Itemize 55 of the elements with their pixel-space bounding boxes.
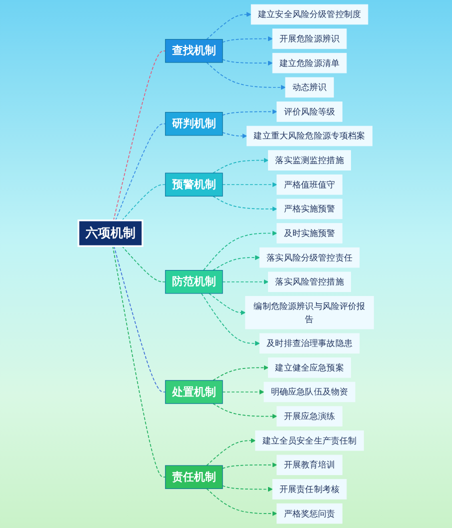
node-box: 及时排查治理事故隐患 [259,333,360,354]
arrow [212,255,260,271]
arrow [222,389,264,395]
node-box: 落实风险分级管控责任 [259,247,360,268]
connector [115,123,166,221]
node-box: 编制危险源辨识与风险评价报告 [245,296,374,330]
node-box: 严格奖惩问责 [276,503,342,524]
arrow [222,182,278,188]
node-box: 开展教育培训 [276,454,342,476]
node-box: 六项机制 [78,220,144,247]
node-box: 开展危险源辨识 [272,28,347,49]
node-box: 预警机制 [165,172,223,196]
node-box: 建立全员安全生产责任制 [255,430,364,451]
arrow [203,230,278,271]
node-box: 落实风险管控措施 [268,272,351,292]
arrow [222,485,273,492]
connector [112,246,166,478]
node-box: 严格实施预警 [276,198,342,220]
arrow [206,438,256,466]
node-box: 建立健全应急预案 [268,358,351,378]
node-box: 开展应急演练 [276,406,342,426]
node-box: 评价风险等级 [276,102,342,122]
arrow [222,462,278,469]
node-box: 建立重大风险危险源专项档案 [246,126,372,146]
arrow [222,59,273,66]
arrow [201,293,260,346]
arrow [222,279,269,284]
node-box: 明确应急队伍及物资 [264,382,356,402]
node-box: 动态辨识 [285,77,334,98]
connector [114,246,166,392]
arrow [212,158,269,174]
arrow [206,12,252,40]
node-box: 防范机制 [165,270,223,294]
arrow [212,196,278,212]
node-box: 及时实施预警 [276,223,342,244]
arrow [206,62,286,90]
node-box: 建立危险源清单 [272,52,347,74]
arrow [206,488,278,516]
connector [122,246,166,282]
node-box: 落实监测监控措施 [268,150,351,170]
node-box: 严格值班值守 [276,174,342,195]
arrow [222,109,278,116]
connector [122,184,166,221]
arrow [212,403,278,419]
arrow [212,365,269,381]
node-box: 处置机制 [165,380,223,404]
arrow [222,132,248,139]
node-box: 责任机制 [165,465,223,489]
arrow [208,293,246,316]
node-box: 建立安全风险分级管控制度 [250,4,368,25]
arrow [222,36,273,43]
connector [113,50,166,221]
node-box: 研判机制 [165,112,223,136]
node-box: 开展责任制考核 [272,479,347,500]
node-box: 查找机制 [165,39,223,63]
